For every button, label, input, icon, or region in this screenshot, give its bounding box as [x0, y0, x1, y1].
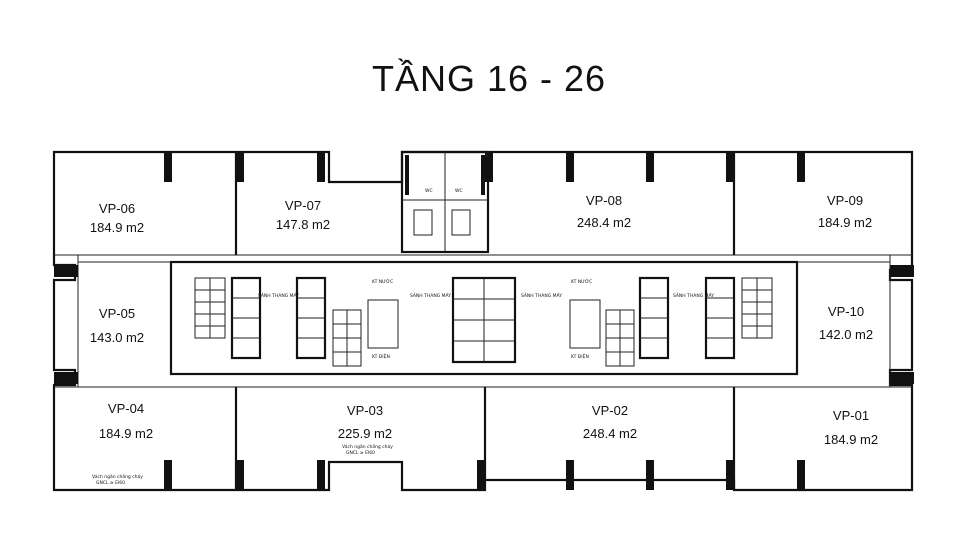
- lift-lobby-label-right: SẢNH THANG MÁY: [673, 291, 714, 299]
- stairs: [194, 277, 773, 367]
- lift-lobby-label-center: SẢNH THANG MÁY: [410, 291, 451, 299]
- unit-id-vp-04: VP-04: [108, 401, 144, 416]
- unit-id-vp-10: VP-10: [828, 304, 864, 319]
- unit-area-vp-03: 225.9 m2: [338, 426, 392, 441]
- wc-label-2: WC: [455, 188, 463, 194]
- unit-area-vp-06: 184.9 m2: [90, 220, 144, 235]
- unit-area-vp-10: 142.0 m2: [819, 327, 873, 342]
- unit-area-vp-07: 147.8 m2: [276, 217, 330, 232]
- unit-id-vp-06: VP-06: [99, 201, 135, 216]
- lift-lobby-label-left: SẢNH THANG MÁY: [258, 291, 299, 299]
- unit-area-vp-04: 184.9 m2: [99, 426, 153, 441]
- wc-label-1: WC: [425, 188, 433, 194]
- fire-partition-notes: Vách ngăn chống cháy GNCL ≥ EI60 Vách ng…: [92, 443, 393, 486]
- fire-partition-note-left-2: GNCL ≥ EI60: [96, 480, 125, 486]
- kt-dien-label-right: KT ĐIỆN: [571, 352, 589, 360]
- unit-id-vp-01: VP-01: [833, 408, 869, 423]
- kt-nuoc-label-left: KT NƯỚC: [372, 278, 393, 285]
- kt-nuoc-label-right: KT NƯỚC: [571, 278, 592, 285]
- fire-partition-note-center-2: GNCL ≥ EI60: [346, 450, 375, 456]
- unit-id-vp-08: VP-08: [586, 193, 622, 208]
- unit-id-vp-03: VP-03: [347, 403, 383, 418]
- fire-partition-note-left: Vách ngăn chống cháy: [92, 473, 143, 480]
- kt-dien-label-left: KT ĐIỆN: [372, 352, 390, 360]
- partition-walls: [54, 152, 912, 490]
- elevator-shafts: [230, 276, 736, 364]
- unit-area-vp-05: 143.0 m2: [90, 330, 144, 345]
- floor-title: TẦNG 16 - 26: [371, 58, 607, 99]
- unit-id-vp-02: VP-02: [592, 403, 628, 418]
- unit-area-vp-09: 184.9 m2: [818, 215, 872, 230]
- columns: [54, 152, 914, 490]
- unit-id-vp-05: VP-05: [99, 306, 135, 321]
- unit-id-vp-09: VP-09: [827, 193, 863, 208]
- unit-area-vp-01: 184.9 m2: [824, 432, 878, 447]
- wc-core: WC WC: [400, 150, 490, 254]
- building-outline: [52, 150, 914, 492]
- fire-partition-note-center: Vách ngăn chống cháy: [342, 443, 393, 450]
- unit-id-vp-07: VP-07: [285, 198, 321, 213]
- unit-labels: VP-01 184.9 m2 VP-02 248.4 m2 VP-03 225.…: [90, 193, 878, 447]
- unit-area-vp-08: 248.4 m2: [577, 215, 631, 230]
- core-labels: SẢNH THANG MÁY SẢNH THANG MÁY SẢNH THANG…: [258, 278, 714, 360]
- lift-lobby-label-center2: SẢNH THANG MÁY: [521, 291, 562, 299]
- unit-area-vp-02: 248.4 m2: [583, 426, 637, 441]
